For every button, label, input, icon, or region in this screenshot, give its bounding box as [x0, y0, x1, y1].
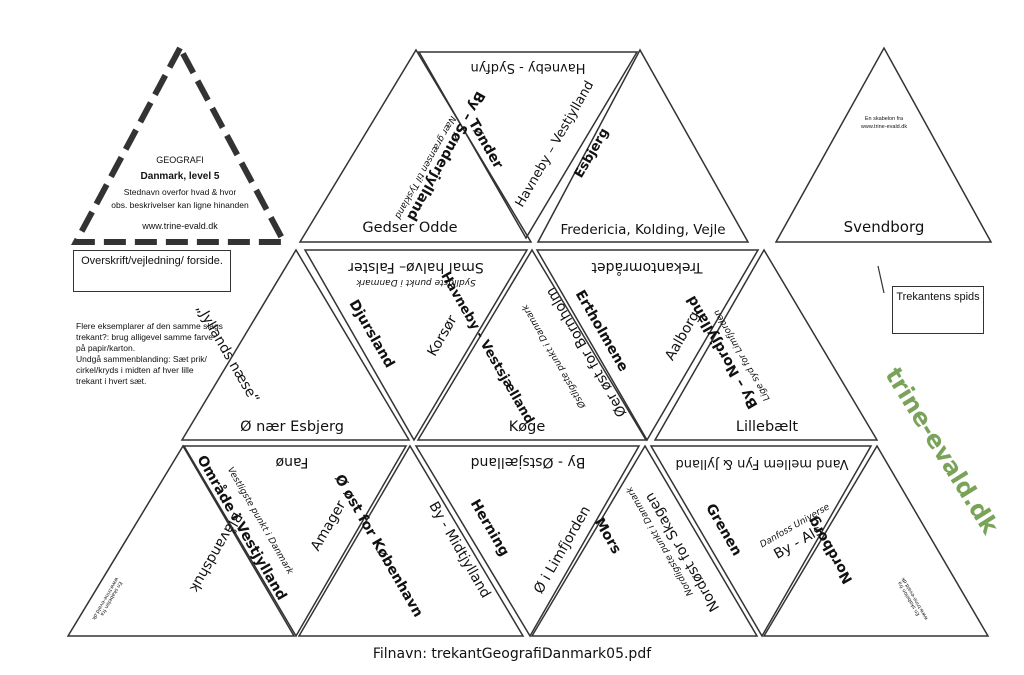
label-lillebaelt: Lillebælt: [736, 419, 799, 435]
cover-label-text: Overskrift/vejledning/ forside.: [81, 255, 223, 267]
puzzle-triangle: [649, 445, 873, 638]
label-fano: Fanø: [275, 454, 308, 470]
puzzle-triangle: [653, 248, 879, 441]
label-smal-halvo: Smal halvø– Falster: [348, 259, 484, 275]
label-vand-mellem: Vand mellem Fyn & Jylland: [676, 456, 849, 471]
cover-subtitle: Danmark, level 5: [141, 171, 220, 182]
tip-label-text: Trekantens spids: [896, 291, 980, 303]
label-by-oestsjaelland: By - Østsjælland: [471, 454, 586, 470]
cover-triangle: [70, 41, 290, 245]
label-esbjerg: Esbjerg: [572, 126, 612, 181]
instruction-line: trekant?: brug alligevel samme farve: [76, 332, 214, 342]
instructions: Flere eksemplarer af den samme slags tre…: [76, 321, 256, 387]
instruction-line: cirkel/kryds i midten af hver lille: [76, 365, 194, 375]
label-koge: Køge: [509, 419, 546, 435]
sample-url: www.trine-evald.dk: [860, 124, 907, 130]
label-oestligste: Østligste punkt i Danmark: [519, 302, 588, 411]
instruction-line: på papir/karton.: [76, 343, 136, 353]
cover-heading: GEOGRAFI: [156, 155, 204, 165]
label-o-limfjorden: Ø i Limfjorden: [531, 503, 594, 596]
label-herning: Herning: [467, 497, 512, 559]
puzzle-triangle: [66, 444, 296, 637]
puzzle-triangle: [535, 249, 760, 442]
puzzle-triangle: [417, 51, 639, 240]
cover-line-2: obs. beskrivelser kan ligne hinanden: [111, 200, 249, 210]
puzzle-triangle: [182, 445, 408, 638]
sample-label: Svendborg: [844, 218, 925, 236]
puzzle-triangle: [762, 444, 990, 637]
label-mors: Mors: [591, 515, 624, 557]
label-sydligste: Sydligste punkt i Danmark: [355, 277, 475, 287]
label-amager: Amager: [308, 498, 350, 554]
cover-website: www.trine-evald.dk: [141, 221, 218, 231]
label-fredericia: Fredericia, Kolding, Vejle: [560, 222, 725, 238]
puzzle-triangle: [303, 249, 529, 442]
label-trekantomraadet: Trekantområdet: [591, 259, 703, 276]
puzzle-triangle: [416, 248, 648, 441]
cover-line-1: Stednavn overfor hvad & hvor: [124, 187, 237, 197]
watermark: trine-evald.dk: [879, 363, 1004, 540]
label-blaavandshuk: Blåvandshuk: [186, 509, 246, 596]
puzzle-triangle: [180, 248, 411, 441]
instruction-line: Flere eksemplarer af den samme slags: [76, 321, 223, 331]
sample-credit: En skabelon fra: [865, 116, 904, 122]
cover-label-box: Overskrift/vejledning/ forside.: [73, 250, 231, 292]
instruction-line: Undgå sammenblanding: Sæt prik/: [76, 354, 207, 364]
label-by-sonderjylland: By – Sønderjylland: [403, 88, 488, 223]
label-gedser-odde: Gedser Odde: [362, 220, 457, 236]
label-o-naer-esbjerg: Ø nær Esbjerg: [240, 419, 344, 435]
tip-label-box: Trekantens spids: [892, 286, 984, 334]
puzzle-triangle: [530, 444, 759, 637]
puzzle-triangle: [297, 444, 525, 637]
sample-triangle: [774, 46, 993, 243]
tip-pointer-line: [877, 265, 885, 294]
label-grenen: Grenen: [702, 501, 745, 559]
puzzle-triangle: [414, 445, 641, 638]
label-havneby-vestsjaelland: Havneby - Vestsjælland: [437, 270, 536, 427]
label-korsor: Korsør: [425, 313, 461, 360]
puzzle-triangle: [536, 48, 750, 243]
instruction-line: trekant i hvert sæt.: [76, 376, 147, 386]
label-havneby-sydfyn: Havneby - Sydfyn: [470, 60, 585, 75]
footer-filename: Filnavn: trekantGeografiDanmark05.pdf: [372, 646, 652, 662]
